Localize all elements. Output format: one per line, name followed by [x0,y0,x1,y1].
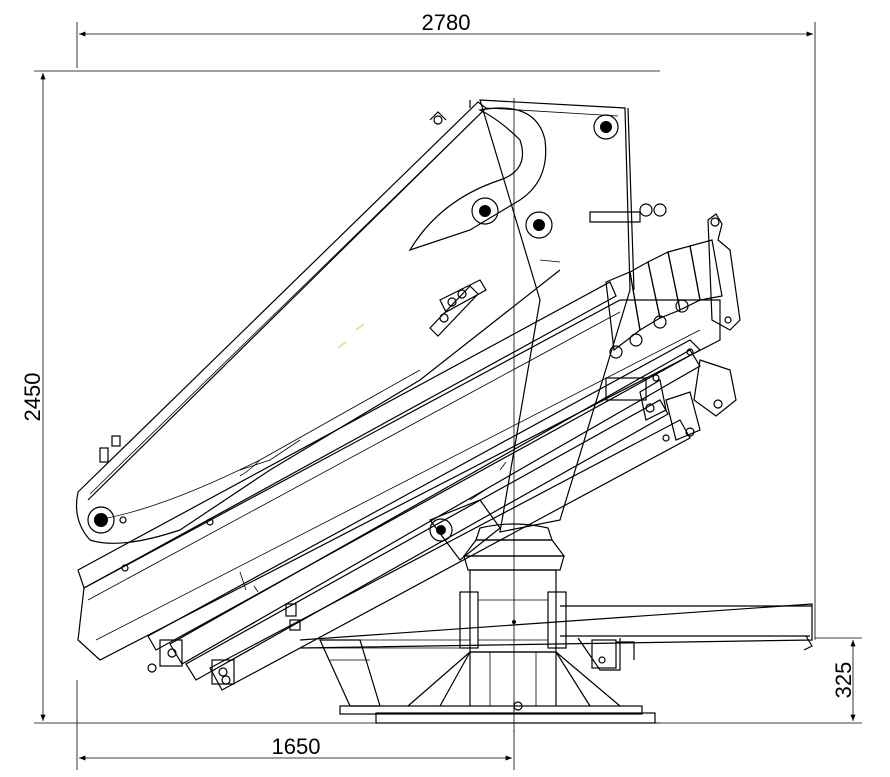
crane-column [429,499,567,653]
extension-cylinders [147,349,701,691]
inner-boom [408,99,667,533]
telescopic-boom [77,281,721,661]
dimension-label-height: 2450 [20,373,45,422]
dimension-label-platform-height: 325 [831,662,856,699]
boom-lift-cylinder [337,279,487,349]
outer-boom [75,100,561,544]
dimension-label-width: 2780 [422,10,471,35]
dimension-width: 2780 [76,10,816,640]
dimension-platform-height: 325 [655,637,862,724]
boom-tip-assembly [605,213,741,442]
dimension-base-offset: 1650 [76,680,515,770]
crane-base [319,639,656,724]
dimension-label-base-offset: 1650 [272,734,321,759]
structural-details [239,259,561,712]
dimension-height: 2450 [20,70,660,724]
